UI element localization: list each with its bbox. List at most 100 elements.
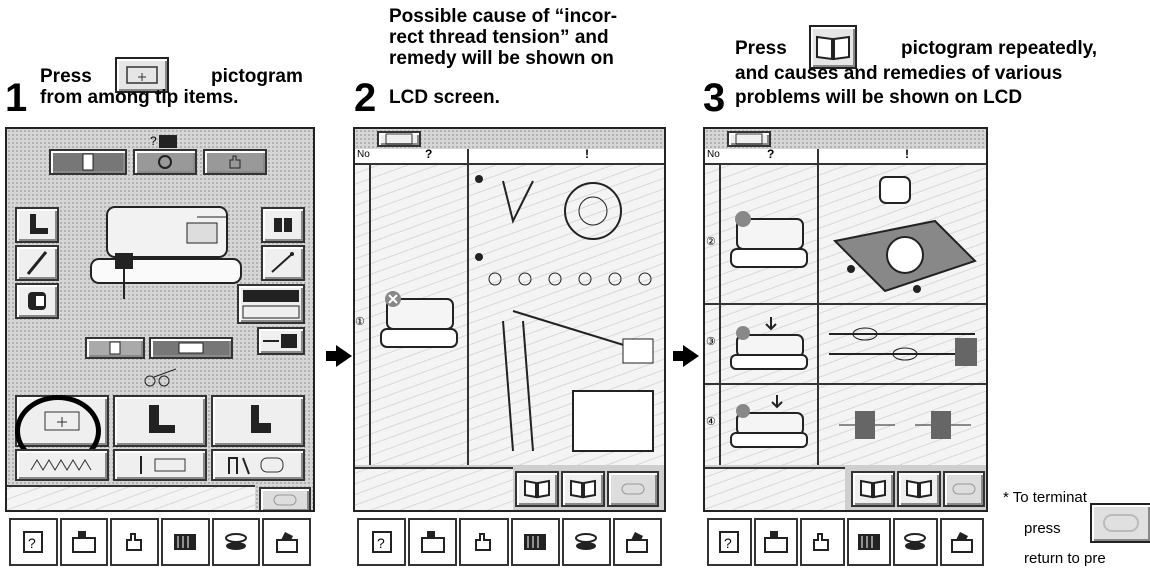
thread-spool-box-icon[interactable]	[60, 518, 109, 566]
row-marker: ①	[355, 315, 365, 328]
row-marker-2: ②	[706, 235, 716, 248]
screen-3-title-bar	[705, 129, 986, 151]
row-marker-4: ④	[706, 415, 716, 428]
note-line1: * To terminat	[1003, 489, 1087, 506]
step-3-line3: problems will be shown on LCD	[735, 87, 1022, 108]
threader-button[interactable]	[261, 245, 305, 281]
needle-button[interactable]	[15, 245, 59, 281]
note-line2: press	[1024, 520, 1061, 537]
foot-tip-button[interactable]	[113, 395, 207, 447]
message-area-3	[705, 467, 845, 513]
col-no-label-3: No	[707, 149, 720, 160]
step-1-number: 1	[5, 78, 27, 118]
step-1-line1-b: pictogram	[211, 66, 303, 87]
screen-1: ?	[5, 127, 315, 572]
svg-text:?: ?	[150, 134, 157, 148]
thread-spool-box-icon[interactable]	[408, 518, 457, 566]
presser-foot-button[interactable]	[15, 207, 59, 243]
row-marker-3: ③	[706, 335, 716, 348]
question-book-icon[interactable]: ?	[707, 518, 752, 566]
scissors-icon	[142, 367, 182, 389]
bobbin-icon[interactable]	[562, 518, 611, 566]
machine-arrow-icon-row3	[727, 393, 811, 453]
step-1-line1-a: Press	[40, 66, 92, 87]
step-2-line4: LCD screen.	[389, 87, 500, 108]
toolbar-screen-2: ?	[353, 510, 666, 572]
col-remedy-label: !	[585, 147, 589, 161]
thread-guide-icon[interactable]	[511, 518, 560, 566]
step-3-line1-a: Press	[735, 38, 787, 59]
machine-box-icon[interactable]	[613, 518, 662, 566]
screen-3: No ? ! ② ③ ④	[703, 127, 988, 572]
screen-2-content: ①	[355, 165, 664, 465]
sewing-machine-x-icon	[377, 285, 461, 357]
thread-guide-icon[interactable]	[847, 518, 892, 566]
note-line3: return to pre	[1024, 550, 1106, 567]
presser-lift-tip-button[interactable]	[211, 395, 305, 447]
tension-tip-tab-icon-3	[727, 131, 771, 147]
step-3-line1-b: pictogram repeatedly,	[901, 38, 1097, 59]
screen-2-table-header: No ? !	[355, 149, 664, 165]
arrow-right-icon-2	[683, 345, 699, 367]
toolbar-screen-3: ?	[703, 510, 988, 572]
screen-2-title-bar	[355, 129, 664, 151]
screen-3-table-header: No ? !	[705, 149, 986, 165]
step-2-number: 2	[354, 78, 376, 118]
thread-cutter-icon: ?	[150, 132, 180, 150]
return-button-3[interactable]	[943, 471, 985, 507]
machine-box-icon[interactable]	[940, 518, 985, 566]
step-2-line2: rect thread tension” and	[389, 27, 609, 48]
step-1-line2: from among tip items.	[40, 87, 238, 108]
step-2-line1: Possible cause of “incor-	[389, 6, 617, 27]
previous-page-button[interactable]	[515, 471, 559, 507]
screen-2: No ? ! ①	[353, 127, 666, 572]
machine-box-icon[interactable]	[262, 518, 311, 566]
stitch-pattern-tip-button[interactable]	[15, 449, 109, 481]
hand-icon[interactable]	[110, 518, 159, 566]
next-page-button-3[interactable]	[897, 471, 941, 507]
message-area-2	[355, 467, 513, 513]
arrow-right-icon-1	[336, 345, 352, 367]
bobbin-case-button[interactable]	[15, 283, 59, 319]
step-2-line3: remedy will be shown on	[389, 48, 614, 69]
step-3-line2: and causes and remedies of various	[735, 63, 1062, 84]
return-pictogram-icon	[1090, 503, 1150, 543]
thread-spool-box-icon[interactable]	[754, 518, 799, 566]
screen-3-content: ② ③ ④	[705, 165, 986, 465]
hand-icon[interactable]	[459, 518, 508, 566]
svg-text:?: ?	[28, 535, 36, 551]
thread-path-icon	[825, 310, 985, 380]
stitch-selector-button[interactable]	[237, 284, 305, 324]
machine-arrow-icon-row2	[727, 315, 811, 375]
toolbar-screen-1: ?	[5, 510, 315, 572]
col-cause-label: ?	[425, 147, 432, 161]
tension-tip-tab-icon	[377, 131, 421, 147]
question-book-icon[interactable]: ?	[357, 518, 406, 566]
col-no-label: No	[357, 149, 370, 160]
settings-button[interactable]	[133, 149, 197, 175]
question-book-icon[interactable]: ?	[9, 518, 58, 566]
sewing-machine-icon	[77, 189, 247, 304]
hand-icon[interactable]	[800, 518, 845, 566]
bobbin-case-diagram-icon	[825, 171, 985, 301]
bobbin-icon[interactable]	[212, 518, 261, 566]
svg-text:?: ?	[377, 535, 385, 551]
sewing-machine-x-icon-row1	[727, 205, 811, 277]
needle-position-button[interactable]	[49, 149, 127, 175]
feed-tip-button[interactable]	[211, 449, 305, 481]
return-button-2[interactable]	[607, 471, 659, 507]
stitch-width-button[interactable]	[149, 337, 233, 359]
threading-diagram-icon	[473, 171, 663, 461]
feed-dog-button[interactable]	[257, 327, 305, 355]
thread-guide-icon[interactable]	[161, 518, 210, 566]
bobbin-icon[interactable]	[893, 518, 938, 566]
hand-button[interactable]	[203, 149, 267, 175]
spool-button[interactable]	[261, 207, 305, 243]
svg-text:?: ?	[724, 535, 732, 551]
bobbin-small-button[interactable]	[85, 337, 145, 359]
previous-page-button-3[interactable]	[851, 471, 895, 507]
next-page-button[interactable]	[561, 471, 605, 507]
col-remedy-label-3: !	[905, 147, 909, 161]
step-3-number: 3	[703, 78, 725, 118]
needle-tip-button[interactable]	[113, 449, 207, 481]
